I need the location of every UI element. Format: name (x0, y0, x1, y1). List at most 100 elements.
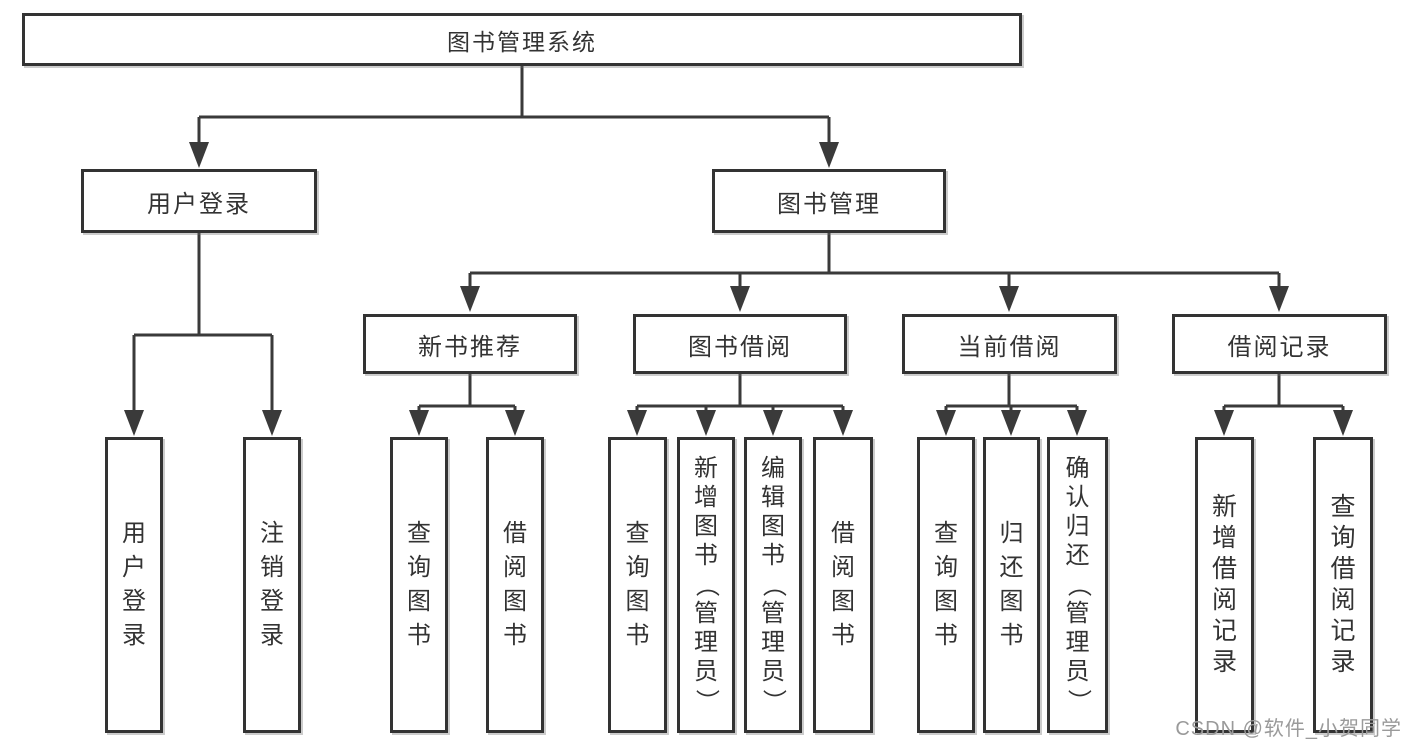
node-leaf-search-books-2: 查询图书 (608, 437, 667, 733)
node-label: 编辑图书（管理员） (747, 440, 799, 730)
connector-paths (132, 66, 1345, 414)
vertical-char: ） (693, 689, 720, 713)
node-label: 注销登录 (246, 440, 298, 730)
arrowhead (730, 286, 750, 312)
vertical-char: 编 (761, 455, 785, 482)
vertical-char: 查 (407, 520, 431, 547)
vertical-char: 员 (1065, 658, 1090, 685)
vertical-char: 确 (1065, 455, 1090, 482)
node-leaf-add-book-admin: 新增图书（管理员） (677, 437, 735, 733)
node-label: 新增借阅记录 (1198, 440, 1251, 730)
vertical-char: 询 (407, 554, 431, 581)
node-label: 新增图书（管理员） (680, 440, 732, 730)
node-leaf-borrow-books-2: 借阅图书 (813, 437, 873, 733)
vertical-char: 用 (122, 520, 146, 547)
csdn-watermark: CSDN @软件_小贺同学 (1175, 718, 1402, 740)
vertical-char: 认 (1065, 484, 1090, 511)
connector-user-login-children (132, 233, 274, 414)
vertical-char: 图 (934, 588, 958, 615)
node-label: 查询图书 (611, 440, 664, 730)
connector-current-borrowing-children (944, 374, 1079, 414)
node-current-borrowing: 当前借阅 (902, 314, 1117, 374)
arrowhead (1001, 410, 1021, 436)
arrowhead (627, 410, 647, 436)
vertical-char: 注 (260, 520, 284, 547)
vertical-char: 归 (1065, 513, 1090, 540)
vertical-char: 登 (122, 588, 146, 615)
vertical-char: 书 (761, 542, 785, 569)
node-label: 新书推荐 (418, 333, 522, 361)
vertical-char: 阅 (1211, 586, 1237, 614)
vertical-char: 管 (1065, 600, 1090, 627)
vertical-char: 图 (831, 588, 855, 615)
vertical-char: 新 (694, 455, 718, 482)
vertical-char: 查 (934, 520, 958, 547)
vertical-char: 还 (1065, 542, 1090, 569)
arrowhead (763, 410, 783, 436)
arrowhead (833, 410, 853, 436)
arrowhead (1269, 286, 1289, 312)
arrowhead (262, 410, 282, 436)
node-leaf-edit-book-admin: 编辑图书（管理员） (744, 437, 802, 733)
vertical-char: 理 (694, 629, 718, 656)
node-label: 借阅图书 (816, 440, 870, 730)
vertical-char: 录 (122, 622, 146, 649)
connector-root-to-level2 (197, 66, 831, 146)
vertical-char: 图 (761, 513, 785, 540)
node-label: 查询图书 (393, 440, 445, 730)
node-library-management-system: 图书管理系统 (22, 13, 1022, 66)
vertical-char: 书 (503, 622, 527, 649)
arrowhead (409, 410, 429, 436)
node-book-borrowing: 图书借阅 (633, 314, 847, 374)
node-leaf-logout: 注销登录 (243, 437, 301, 733)
node-label: 当前借阅 (957, 333, 1062, 361)
node-leaf-search-borrow-record: 查询借阅记录 (1313, 437, 1373, 733)
arrowhead (189, 142, 209, 168)
vertical-char: 查 (1330, 493, 1356, 521)
vertical-char: 书 (694, 542, 718, 569)
vertical-char: 录 (260, 622, 284, 649)
arrowhead (124, 410, 144, 436)
arrowhead (999, 286, 1019, 312)
vertical-char: 归 (999, 520, 1024, 547)
node-label: 图书借阅 (688, 333, 792, 361)
arrowhead (819, 142, 839, 168)
vertical-char: 录 (1330, 648, 1356, 676)
vertical-char: 销 (260, 554, 284, 581)
arrowhead (1067, 410, 1087, 436)
vertical-char: 书 (407, 622, 431, 649)
vertical-char: 询 (1330, 524, 1356, 552)
arrowhead (505, 410, 525, 436)
node-borrowing-records: 借阅记录 (1172, 314, 1387, 374)
vertical-char: 图 (503, 588, 527, 615)
vertical-char: 借 (503, 520, 527, 547)
vertical-char: 登 (260, 588, 284, 615)
arrowhead (696, 410, 716, 436)
vertical-char: 辑 (761, 484, 785, 511)
node-label: 图书管理 (777, 190, 881, 218)
vertical-char: 理 (761, 629, 785, 656)
node-label: 用户登录 (108, 440, 160, 730)
vertical-char: 还 (999, 554, 1024, 581)
vertical-char: 管 (694, 600, 718, 627)
connector-book-borrowing-children (635, 374, 845, 414)
node-label: 归还图书 (986, 440, 1037, 730)
vertical-char: （ (760, 573, 787, 597)
vertical-char: ） (1064, 689, 1092, 713)
vertical-char: 借 (1211, 555, 1237, 583)
vertical-char: （ (1064, 573, 1092, 597)
vertical-char: 图 (407, 588, 431, 615)
node-label: 借阅图书 (489, 440, 541, 730)
vertical-char: 录 (1211, 648, 1237, 676)
node-book-management: 图书管理 (712, 169, 946, 233)
vertical-char: 图 (999, 588, 1024, 615)
vertical-char: 员 (761, 658, 785, 685)
node-leaf-user-login: 用户登录 (105, 437, 163, 733)
connector-new-book-children (417, 374, 517, 414)
vertical-char: 借 (831, 520, 855, 547)
vertical-char: 书 (625, 622, 650, 649)
vertical-char: 员 (694, 658, 718, 685)
vertical-char: 询 (625, 554, 650, 581)
arrowhead (936, 410, 956, 436)
